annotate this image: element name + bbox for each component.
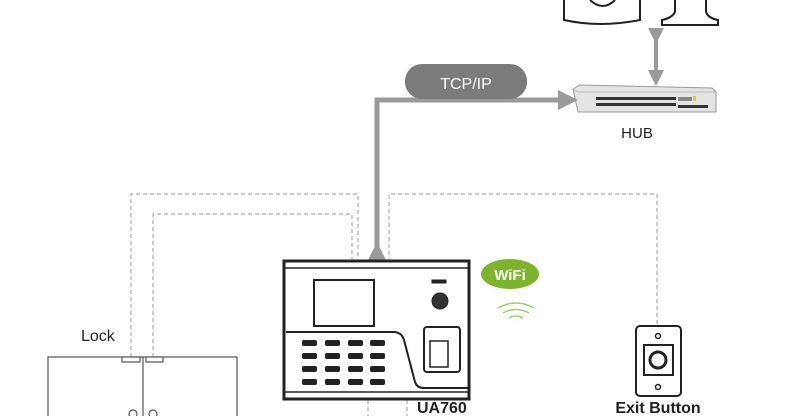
tcpip-pill [405,64,527,99]
exit-button-label: Exit Button [615,400,700,416]
tcpip-label: TCP/IP [440,76,492,93]
hub-label: HUB [621,125,653,142]
lock-label: Lock [81,328,116,345]
hub-icon [572,84,717,113]
wifi-icon: WiFi [481,259,539,319]
device-label: UA760 [417,400,467,416]
wifi-label: WiFi [494,267,526,284]
computer-icon [563,0,719,26]
exit-button-icon [635,325,682,397]
tcpip-link [367,90,578,262]
door-icon [47,356,238,416]
lock-icon [121,356,141,363]
wiring [130,193,658,416]
ua760-terminal-icon [282,259,471,401]
